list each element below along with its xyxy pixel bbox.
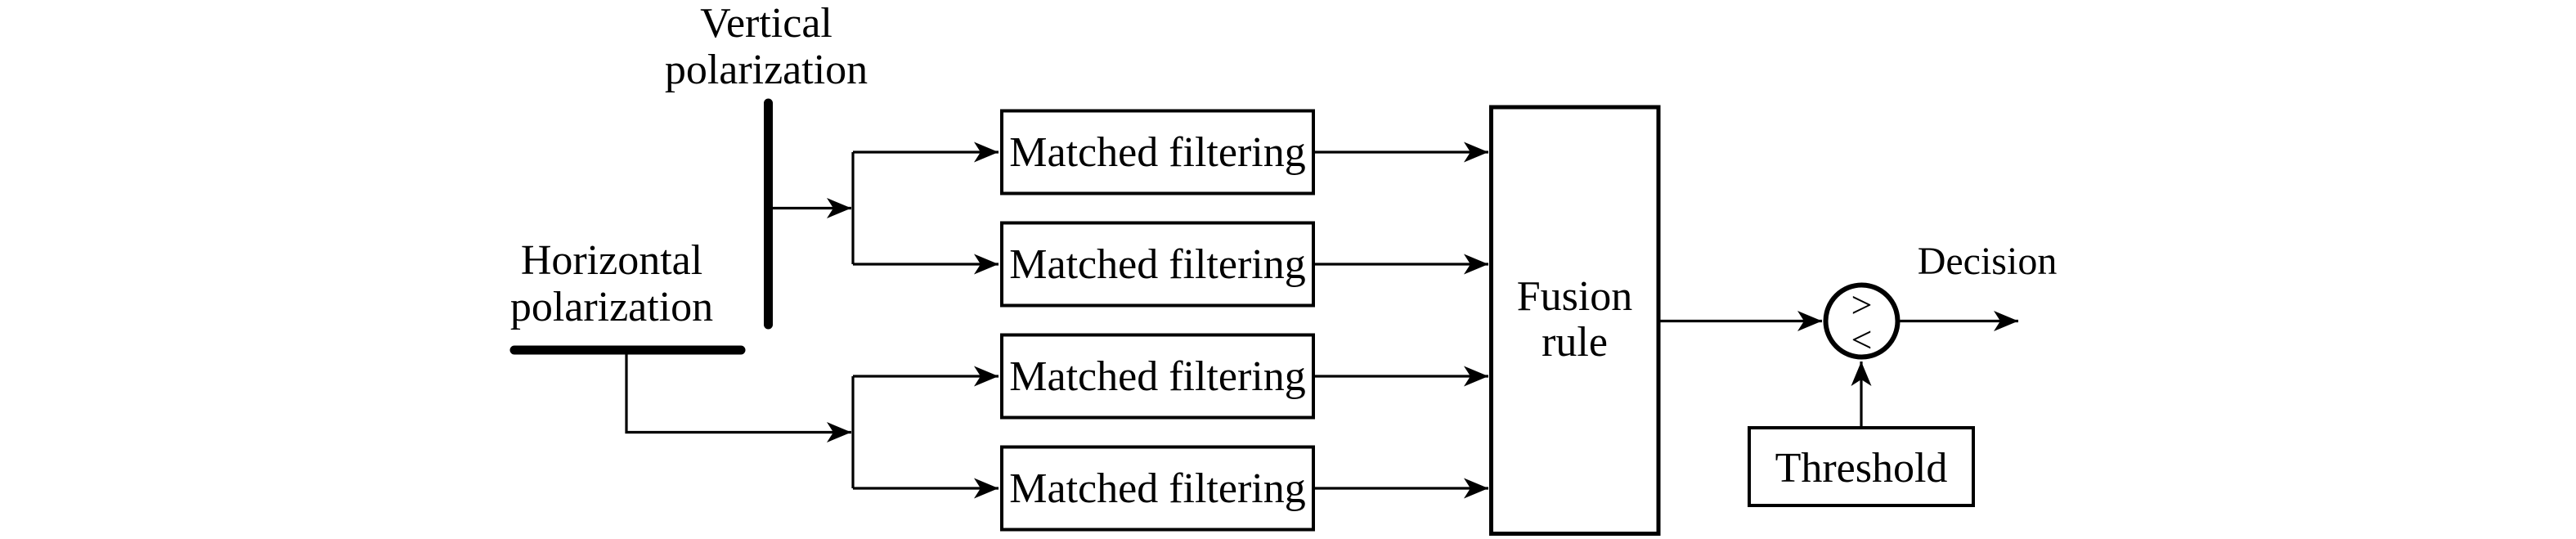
comparator-circle	[1823, 282, 1901, 360]
matched-filter-label-2: Matched filtering	[1009, 241, 1305, 288]
threshold-label: Threshold	[1775, 445, 1948, 492]
matched-filter-box-2	[1000, 221, 1315, 308]
fusion-rule-label-line1: Fusion	[1517, 273, 1633, 320]
comparator-greater-symbol: >	[1851, 284, 1873, 326]
fusion-rule-box	[1489, 105, 1661, 536]
vertical-polarization-label-line2: polarization	[665, 47, 868, 93]
horizontal-polarization-label-line2: polarization	[510, 284, 713, 330]
matched-filter-label-1: Matched filtering	[1009, 129, 1305, 176]
horizontal-polarization-label-line1: Horizontal	[521, 237, 702, 284]
threshold-box	[1748, 426, 1975, 507]
vertical-polarization-label-line1: Vertical	[700, 0, 832, 47]
fusion-rule-label-line2: rule	[1542, 319, 1608, 366]
comparator-less-symbol: <	[1851, 319, 1873, 361]
matched-filter-label-3: Matched filtering	[1009, 353, 1305, 400]
matched-filter-box-3	[1000, 333, 1315, 420]
wire-horizontal-antenna-to-splitter	[625, 354, 851, 442]
decision-label: Decision	[1918, 240, 2058, 283]
matched-filter-label-4: Matched filtering	[1009, 465, 1305, 512]
matched-filter-box-4	[1000, 445, 1315, 532]
